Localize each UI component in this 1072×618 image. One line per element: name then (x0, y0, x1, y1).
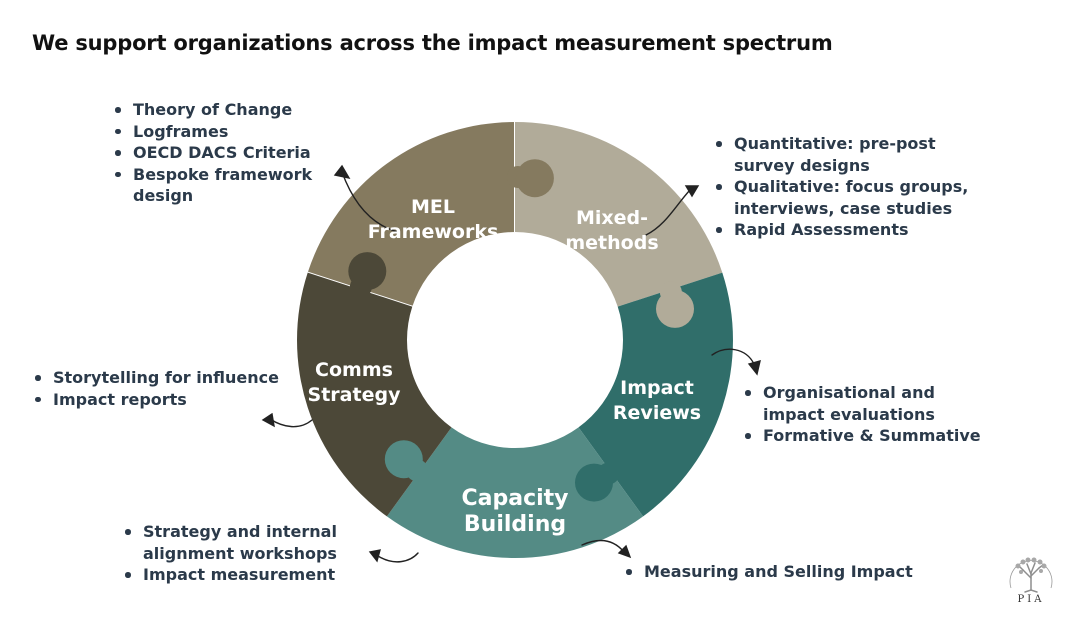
list-item: Measuring and Selling Impact (623, 561, 913, 583)
puzzle-knob-mixed (656, 289, 694, 328)
page-title: We support organizations across the impa… (32, 31, 833, 55)
list-item: Storytelling for influence (32, 367, 279, 389)
list-item: OECD DACS Criteria (112, 142, 312, 164)
arrow-mel (341, 171, 399, 233)
puzzle-knob-comms (348, 252, 387, 291)
arrow-comms (269, 418, 313, 428)
puzzle-knob-capacity (384, 440, 423, 479)
arrow-workshops (377, 552, 419, 563)
arrow-capacity-head (617, 544, 632, 559)
list-item: Impact reports (32, 389, 279, 411)
arrow-capacity (581, 539, 625, 553)
segment-mixed (515, 122, 723, 307)
arrow-mixed-head (684, 185, 700, 198)
arrow-mixed (645, 189, 691, 236)
segment-label-mixed-methods: Mixed-methods (565, 207, 659, 254)
capacity-building-list: Measuring and Selling Impact (623, 561, 913, 583)
list-item: Formative & Summative (742, 425, 981, 447)
logo-text: PIA (1017, 594, 1045, 605)
arrow-comms-head (261, 412, 275, 428)
arrow-impact (711, 348, 755, 365)
list-item: Theory of Change (112, 99, 312, 121)
pia-logo (1009, 557, 1053, 593)
segment-capacity (386, 427, 644, 559)
list-item: Impact measurement (122, 564, 337, 586)
arrow-mel-head (333, 164, 351, 180)
list-item: Logframes (112, 121, 312, 143)
arrow-impact-head (747, 360, 761, 376)
segment-impact (578, 272, 733, 517)
list-item: Rapid Assessments (713, 219, 968, 241)
puzzle-knob-impact (575, 463, 613, 502)
puzzle-knob-mel (515, 159, 554, 198)
arrow-workshops-head (368, 549, 381, 563)
list-item: Qualitative: focus groups,interviews, ca… (713, 176, 968, 219)
